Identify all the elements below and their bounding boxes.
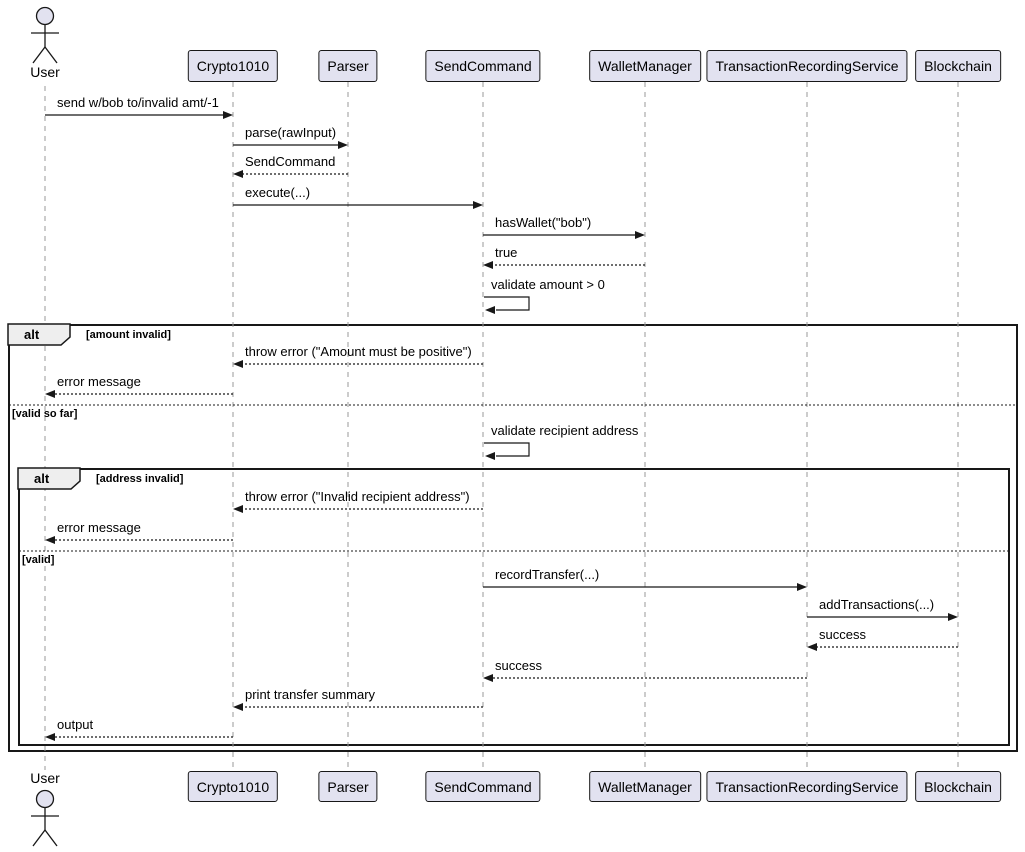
message-arrowhead-3 (473, 201, 483, 209)
message-label-12: recordTransfer(...) (495, 567, 600, 582)
message-label-17: output (57, 717, 94, 732)
participant-box-crypto1010-bottom: Crypto1010 (187, 771, 279, 802)
participant-label: TransactionRecordingService (715, 58, 899, 74)
actor-leg-left (32, 46, 46, 64)
message-label-8: error message (57, 374, 141, 389)
message-arrowhead-1 (338, 141, 348, 149)
actor-label-user-top: User (30, 64, 60, 80)
message-label-1: parse(rawInput) (245, 125, 337, 140)
message-arrowhead-10 (233, 505, 243, 513)
self-message-line-9 (484, 442, 530, 457)
participant-box-walletmanager-bottom: WalletManager (589, 771, 701, 802)
message-label-7: throw error ("Amount must be positive") (245, 344, 472, 359)
actor-head-icon (35, 6, 55, 26)
self-message-line-6 (484, 296, 530, 311)
actor-figure-bottom (31, 789, 59, 847)
participant-label: TransactionRecordingService (715, 778, 899, 795)
participant-label: Blockchain (924, 58, 992, 74)
alt-0-operator-label: alt (24, 327, 40, 342)
message-label-11: error message (57, 520, 141, 535)
message-arrowhead-11 (45, 536, 55, 544)
message-label-16: print transfer summary (245, 687, 376, 702)
message-label-15: success (495, 658, 542, 673)
message-label-0: send w/bob to/invalid amt/-1 (57, 95, 219, 110)
actor-leg-left (32, 829, 46, 847)
participant-label: SendCommand (434, 778, 532, 795)
message-arrowhead-14 (807, 643, 817, 651)
alt-1-else-guard-1: [valid] (22, 554, 55, 566)
participant-label: Parser (327, 58, 369, 74)
actor-figure-top (31, 6, 59, 64)
alt-1-operator-pentagon (17, 467, 81, 490)
participant-box-walletmanager-top: WalletManager (589, 50, 701, 82)
message-arrowhead-7 (233, 360, 243, 368)
message-label-13: addTransactions(...) (819, 597, 935, 612)
participant-label: WalletManager (598, 58, 692, 74)
participant-box-sendcommand-bottom: SendCommand (425, 771, 541, 802)
self-message-arrowhead-9 (485, 452, 495, 460)
participant-box-crypto1010-top: Crypto1010 (187, 50, 279, 82)
message-arrowhead-8 (45, 390, 55, 398)
alt-0-guard-0: [amount invalid] (86, 329, 171, 341)
participant-label: Crypto1010 (196, 778, 270, 795)
message-label-5: true (495, 245, 518, 260)
message-label-4: hasWallet("bob") (495, 215, 592, 230)
actor-leg-right (44, 829, 58, 847)
message-label-10: throw error ("Invalid recipient address"… (245, 489, 470, 504)
alt-1-guard-0: [address invalid] (96, 473, 184, 485)
actor-leg-right (44, 46, 58, 64)
participant-box-recordingservice-top: TransactionRecordingService (706, 50, 908, 82)
participant-label: Parser (327, 778, 369, 795)
alt-fragment-1 (18, 468, 1010, 746)
message-arrowhead-12 (797, 583, 807, 591)
message-label-3: execute(...) (245, 185, 311, 200)
participant-label: Blockchain (924, 778, 992, 795)
message-label-9: validate recipient address (491, 423, 639, 438)
participant-box-parser-top: Parser (318, 50, 378, 82)
alt-0-operator-pentagon (7, 323, 71, 346)
message-label-2: SendCommand (245, 154, 336, 169)
message-arrowhead-2 (233, 170, 243, 178)
message-label-6: validate amount > 0 (491, 277, 605, 292)
participant-label: SendCommand (434, 58, 532, 74)
participant-label: WalletManager (598, 778, 692, 795)
actor-head-icon (35, 789, 55, 809)
alt-1-operator-label: alt (34, 471, 50, 486)
participant-box-sendcommand-top: SendCommand (425, 50, 541, 82)
message-label-14: success (819, 627, 866, 642)
participant-label: Crypto1010 (196, 58, 270, 74)
message-arrowhead-13 (948, 613, 958, 621)
participant-box-blockchain-bottom: Blockchain (915, 771, 1001, 802)
message-arrowhead-17 (45, 733, 55, 741)
message-arrowhead-15 (483, 674, 493, 682)
participant-box-parser-bottom: Parser (318, 771, 378, 802)
message-arrowhead-4 (635, 231, 645, 239)
message-arrowhead-0 (223, 111, 233, 119)
alt-fragment-0 (8, 324, 1018, 752)
self-message-arrowhead-6 (485, 306, 495, 314)
message-arrowhead-16 (233, 703, 243, 711)
participant-box-blockchain-top: Blockchain (915, 50, 1001, 82)
actor-label-user-bottom: User (30, 770, 60, 786)
message-arrowhead-5 (483, 261, 493, 269)
alt-0-else-guard-1: [valid so far] (12, 408, 78, 420)
participant-box-recordingservice-bottom: TransactionRecordingService (706, 771, 908, 802)
